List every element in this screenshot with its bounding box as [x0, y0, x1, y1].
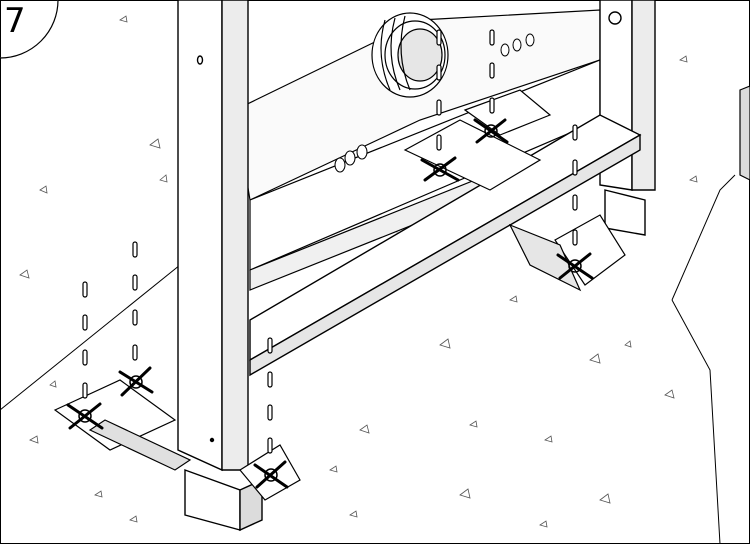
step-number: 7 — [4, 1, 26, 41]
anchor-marker — [556, 252, 594, 280]
anchor-marker — [66, 402, 104, 430]
floor-wall-edges — [0, 174, 736, 544]
mounting-holes — [334, 33, 535, 173]
step-badge-outline — [0, 0, 59, 59]
anchor-marker — [473, 118, 509, 144]
anchor-point-markers — [66, 118, 594, 489]
anchor-marker — [420, 156, 460, 182]
anchor-marker — [253, 460, 289, 489]
drain-pipe-connector — [371, 12, 449, 98]
tool-fragment — [739, 85, 750, 181]
right-frame-post — [599, 0, 656, 236]
dowel-indicators — [82, 29, 578, 454]
anchor-marker — [118, 366, 154, 397]
